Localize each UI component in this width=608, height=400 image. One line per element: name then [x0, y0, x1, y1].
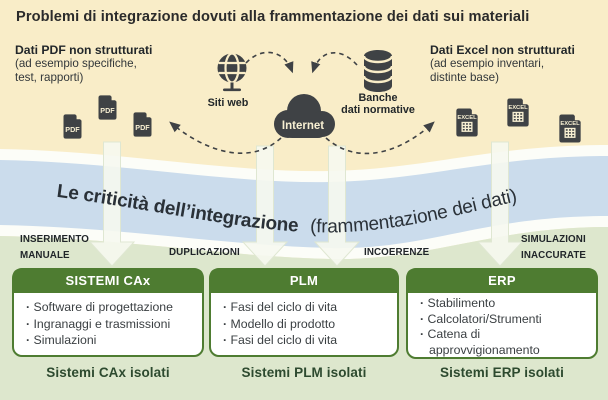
issue-line: INSERIMENTO	[20, 234, 89, 245]
caption-erp-isolati: Sistemi ERP isolati	[440, 365, 564, 380]
pdf-file-label: PDF	[135, 123, 150, 132]
pdf-source-sub2: test, rapporti)	[15, 71, 84, 85]
internet-label: Internet	[282, 120, 324, 132]
issue-label-incoerenze: INCOERENZE	[364, 247, 430, 258]
list-item: Modello di prodotto	[223, 316, 391, 333]
list-item: Software di progettazione	[26, 299, 196, 316]
pdf-file-icon-1: PDF	[63, 114, 82, 139]
excel-source-block: Dati Excel non strutturati (ad esempio i…	[430, 43, 600, 86]
excel-file-label: EXCEL	[457, 115, 477, 121]
pdf-file-icon-3: PDF	[133, 112, 152, 137]
dashed-arrow-internet-to-pdf	[169, 121, 282, 154]
system-box-cax-header: SISTEMI CAx	[13, 269, 203, 293]
globe-icon	[217, 52, 247, 92]
list-item: Fasi del ciclo di vita	[223, 299, 391, 316]
system-box-erp-header: ERP	[407, 269, 597, 293]
down-arrow-plm-left	[241, 145, 289, 267]
excel-file-label: EXCEL	[560, 121, 580, 127]
blue-wave-band	[0, 156, 608, 249]
down-arrow-plm-right	[313, 145, 361, 267]
issue-label-duplicazioni: DUPLICAZIONI	[169, 247, 240, 258]
pdf-file-label: PDF	[65, 125, 80, 134]
excel-source-heading: Dati Excel non strutturati	[430, 43, 575, 57]
dashed-arrow-web-to-internet	[245, 51, 294, 74]
excel-source-sub2: distinte base)	[430, 71, 499, 85]
database-label-line2: dati normative	[341, 104, 415, 116]
excel-file-label: EXCEL	[508, 105, 528, 111]
database-label-line1: Banche	[358, 92, 398, 104]
dashed-arrow-db-to-internet	[311, 51, 358, 74]
list-item: Stabilimento	[420, 296, 590, 312]
system-box-plm: PLM Fasi del ciclo di vita Modello di pr…	[209, 268, 399, 357]
system-box-cax: SISTEMI CAx Software di progettazione In…	[12, 268, 204, 357]
excel-file-icon-2: EXCEL	[507, 98, 529, 127]
down-arrow-cax	[88, 141, 136, 267]
excel-file-icon-1: EXCEL	[456, 108, 478, 137]
web-label: Siti web	[207, 97, 249, 109]
down-arrow-erp	[476, 141, 524, 267]
list-item: Catena di approvvigionamento	[420, 327, 590, 358]
caption-plm-isolati: Sistemi PLM isolati	[241, 365, 367, 380]
system-box-cax-list: Software di progettazione Ingranaggi e t…	[14, 299, 202, 349]
page-title: Problemi di integrazione dovuti alla fra…	[16, 9, 530, 25]
list-item: Fasi del ciclo di vita	[223, 332, 391, 349]
issue-label-inserimento-manuale: INSERIMENTO MANUALE	[20, 232, 89, 263]
issue-line: SIMULAZIONI	[521, 234, 586, 245]
system-box-plm-header: PLM	[210, 269, 398, 293]
pdf-source-heading: Dati PDF non strutturati	[15, 43, 153, 57]
excel-file-icon-3: EXCEL	[559, 114, 581, 143]
dashed-arrow-internet-to-excel	[325, 121, 435, 155]
internet-cloud-icon: Internet	[274, 94, 335, 138]
pdf-file-label: PDF	[100, 106, 115, 115]
system-box-plm-list: Fasi del ciclo di vita Modello di prodot…	[211, 299, 397, 349]
system-box-erp-list: Stabilimento Calcolatori/Strumenti Caten…	[408, 296, 596, 358]
list-item: Calcolatori/Strumenti	[420, 312, 590, 328]
issue-label-simulazioni-inaccurate: SIMULAZIONI INACCURATE	[521, 232, 597, 263]
pdf-file-icon-2: PDF	[98, 95, 117, 120]
caption-cax-isolati: Sistemi CAx isolati	[46, 365, 170, 380]
database-label: Banche dati normative	[337, 92, 419, 116]
list-item: Simulazioni	[26, 332, 196, 349]
pdf-source-sub1: (ad esempio specifiche,	[15, 57, 137, 71]
database-icon	[362, 50, 394, 92]
issue-line: INACCURATE	[521, 249, 587, 261]
system-box-erp: ERP Stabilimento Calcolatori/Strumenti C…	[406, 268, 598, 359]
pdf-source-block: Dati PDF non strutturati (ad esempio spe…	[15, 43, 205, 86]
list-item: Ingranaggi e trasmissioni	[26, 316, 196, 333]
issue-line: MANUALE	[20, 249, 70, 261]
excel-source-sub1: (ad esempio inventari,	[430, 57, 545, 71]
